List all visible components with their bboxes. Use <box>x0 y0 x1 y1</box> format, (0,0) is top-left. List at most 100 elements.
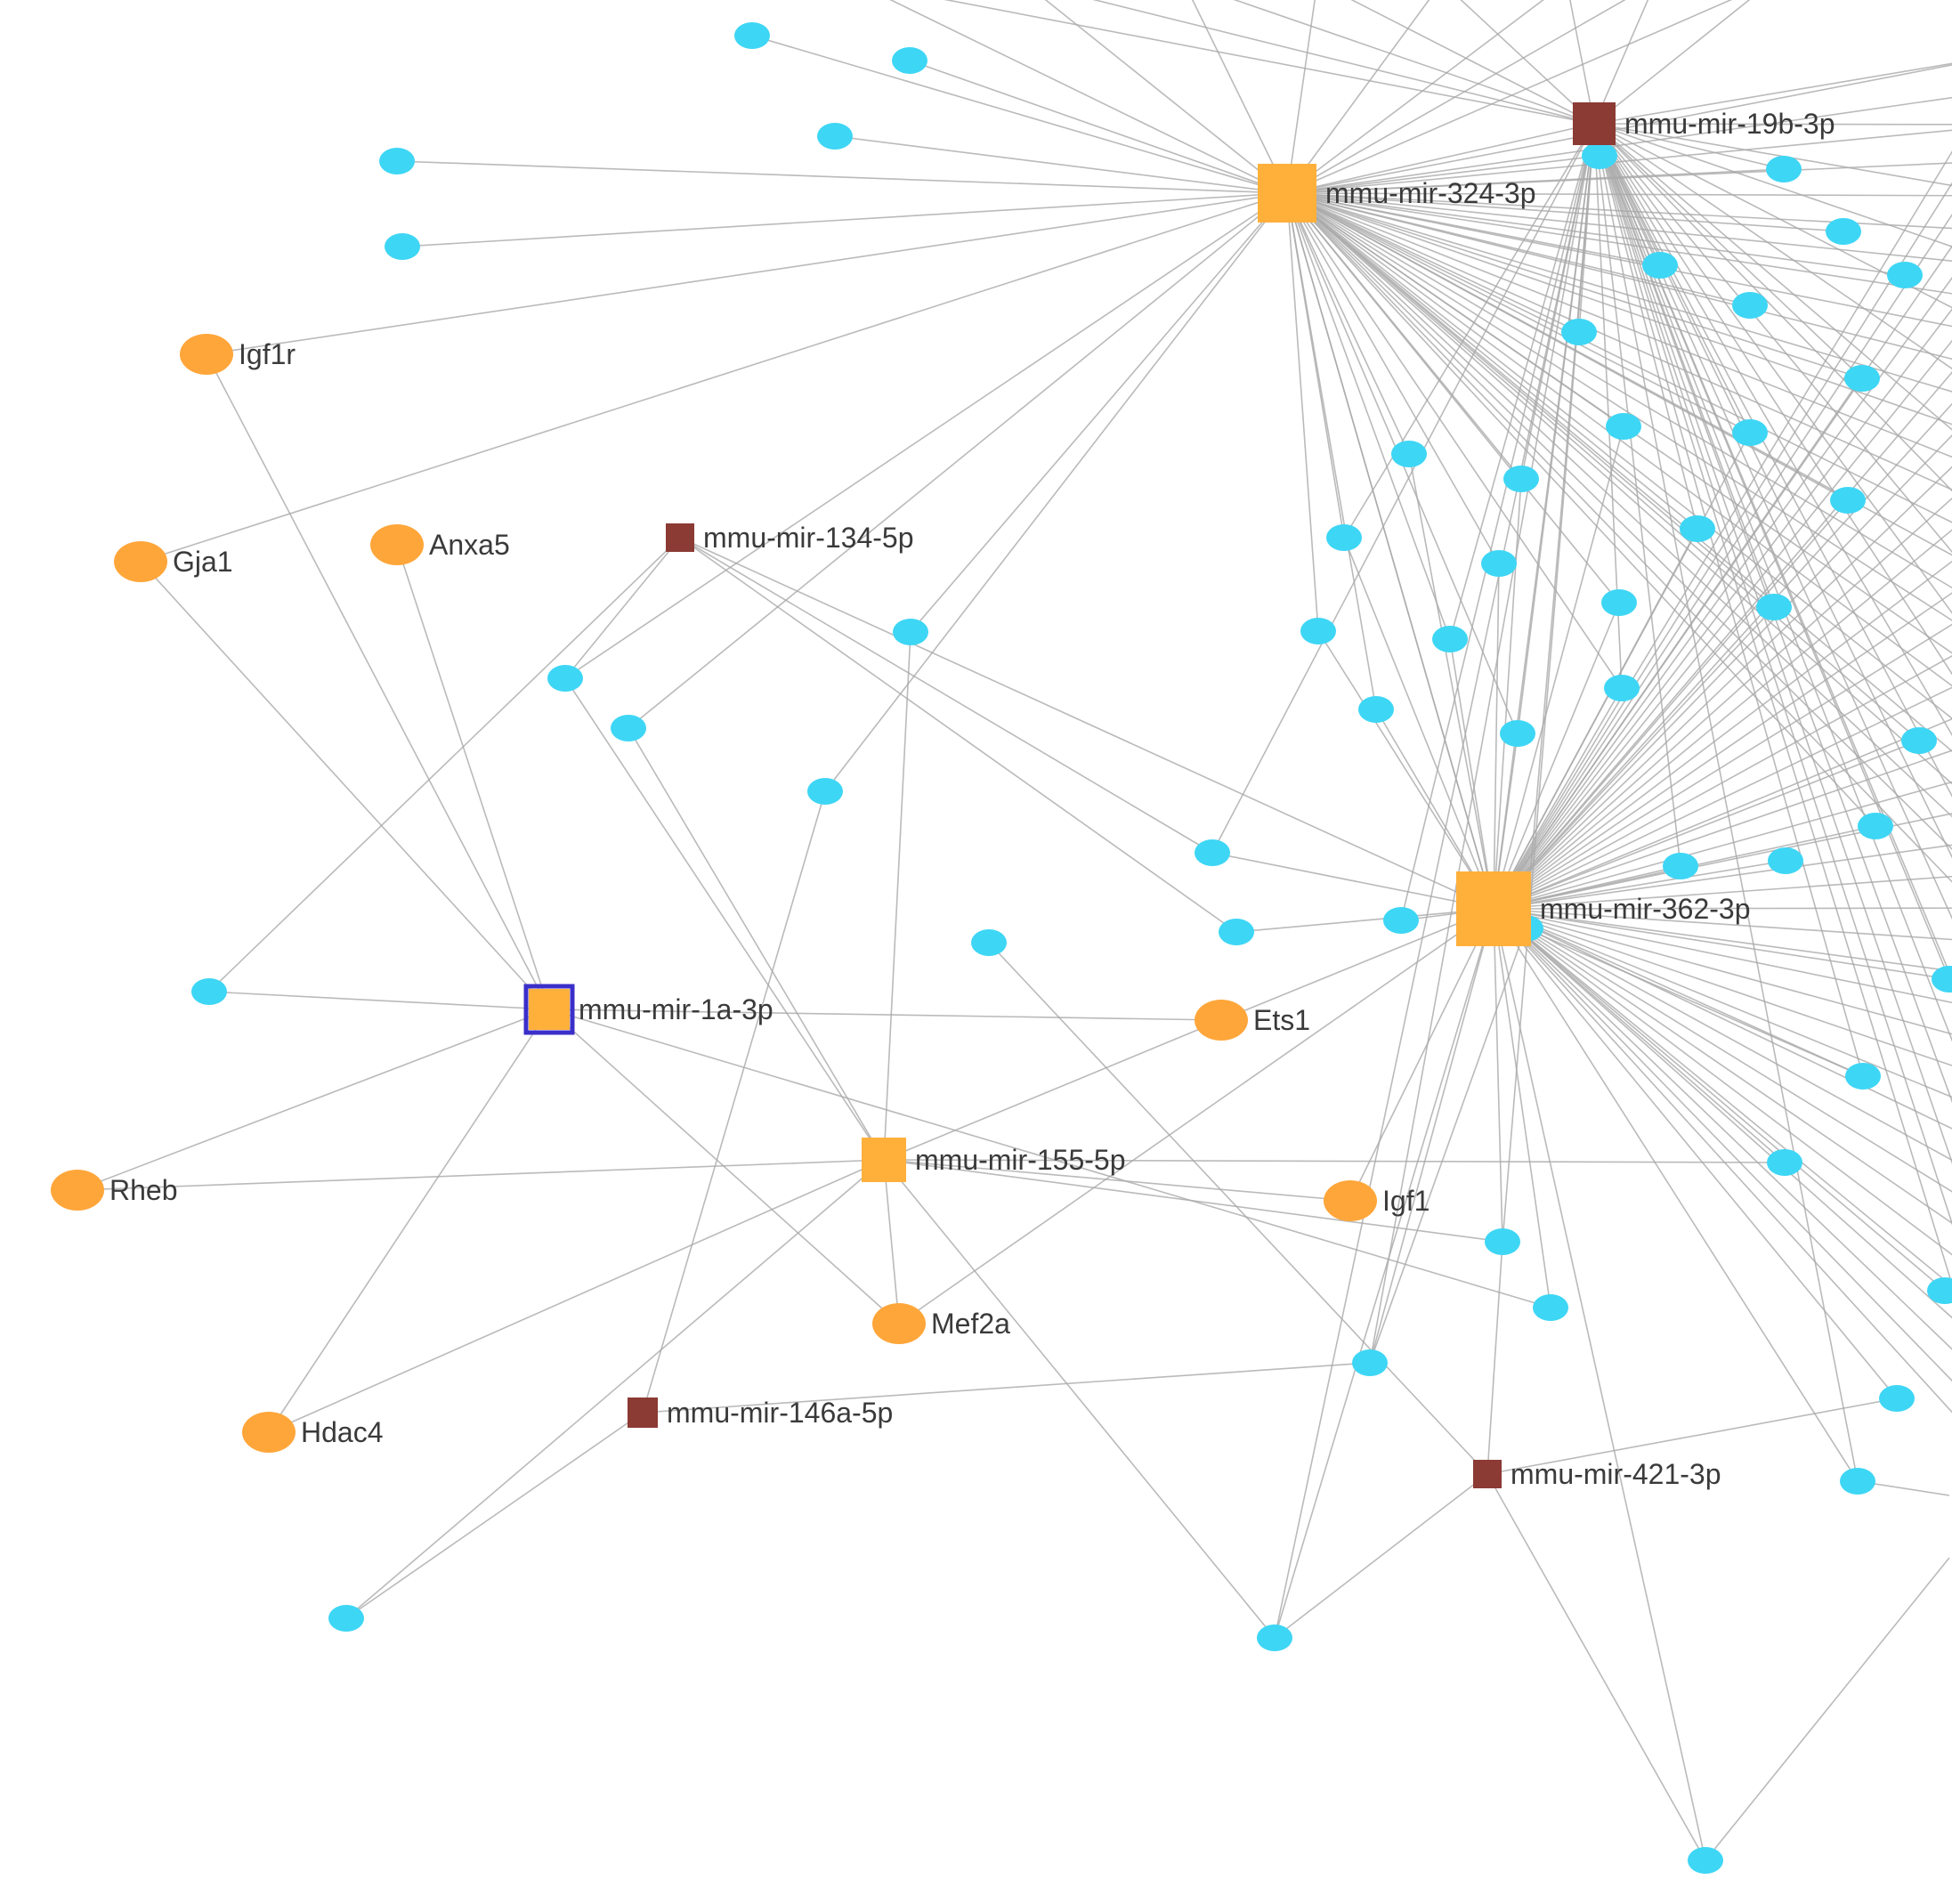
mirna-node-m1a[interactable] <box>529 989 570 1030</box>
target-node[interactable] <box>817 123 853 150</box>
target-node[interactable] <box>1326 524 1362 551</box>
target-node[interactable] <box>1642 252 1678 279</box>
network-edge <box>1286 192 1844 232</box>
mirna-node-m421[interactable] <box>1473 1460 1502 1488</box>
target-node[interactable] <box>1383 907 1419 934</box>
gene-node-gja1[interactable] <box>114 541 167 582</box>
network-edge <box>1286 192 1623 689</box>
network-edge <box>1493 908 1952 1130</box>
network-edge <box>1286 192 1620 604</box>
target-node[interactable] <box>1826 218 1861 245</box>
target-node[interactable] <box>1533 1294 1568 1321</box>
network-edge <box>1493 908 1952 1287</box>
gene-node-igf1r[interactable] <box>180 334 233 375</box>
target-node[interactable] <box>1887 262 1923 288</box>
network-edge <box>1286 192 1494 910</box>
target-node[interactable] <box>1391 441 1427 467</box>
target-node[interactable] <box>734 22 770 49</box>
target-node[interactable] <box>1932 966 1952 993</box>
target-node[interactable] <box>1688 1847 1723 1874</box>
target-node[interactable] <box>1756 594 1792 620</box>
target-node[interactable] <box>1845 1063 1881 1090</box>
target-node[interactable] <box>1352 1349 1388 1376</box>
target-node[interactable] <box>1432 626 1468 652</box>
network-edge <box>1493 844 1952 910</box>
target-node[interactable] <box>1680 515 1715 542</box>
target-node[interactable] <box>1481 550 1517 577</box>
network-edge <box>1593 123 1952 1042</box>
target-node[interactable] <box>1830 487 1866 514</box>
mirna-node-m146[interactable] <box>628 1398 658 1428</box>
target-node[interactable] <box>1732 419 1768 446</box>
target-node[interactable] <box>1901 727 1937 754</box>
network-edge <box>883 1159 1276 1639</box>
network-edge <box>77 1159 885 1191</box>
target-node[interactable] <box>807 778 843 805</box>
target-node[interactable] <box>893 619 928 645</box>
target-node[interactable] <box>1257 1624 1292 1651</box>
target-node[interactable] <box>1582 142 1617 169</box>
mirna-node-m155[interactable] <box>862 1138 906 1182</box>
target-node[interactable] <box>328 1605 364 1632</box>
node-label-gja1: Gja1 <box>173 546 233 578</box>
target-node[interactable] <box>1879 1385 1915 1412</box>
target-node[interactable] <box>1840 1468 1875 1495</box>
network-edge <box>1593 123 1952 614</box>
target-node[interactable] <box>1663 853 1698 879</box>
network-edge <box>1493 276 1952 910</box>
network-edge <box>1220 908 1494 1021</box>
target-node[interactable] <box>547 665 583 692</box>
network-edge <box>1286 192 1377 710</box>
target-node[interactable] <box>1606 413 1641 440</box>
target-node[interactable] <box>1604 675 1640 701</box>
target-node[interactable] <box>1561 319 1597 345</box>
network-edge <box>1493 740 1920 910</box>
target-node[interactable] <box>1358 696 1394 723</box>
gene-node-rheb[interactable] <box>51 1170 104 1211</box>
target-node[interactable] <box>1219 919 1254 945</box>
target-node[interactable] <box>1503 466 1539 492</box>
mirna-node-m324[interactable] <box>1258 164 1316 223</box>
node-label-ets1: Ets1 <box>1253 1004 1310 1036</box>
gene-node-hdac4[interactable] <box>242 1412 296 1453</box>
network-edge <box>1593 123 1952 1226</box>
network-edge <box>140 192 1288 563</box>
target-node[interactable] <box>1500 720 1535 747</box>
target-node[interactable] <box>1766 156 1802 182</box>
target-node[interactable] <box>1485 1228 1520 1255</box>
network-edge <box>1493 908 1952 972</box>
target-node[interactable] <box>1768 847 1803 874</box>
gene-node-anxa5[interactable] <box>370 524 424 565</box>
target-node[interactable] <box>1927 1277 1952 1304</box>
network-edge <box>1493 813 1952 910</box>
target-node[interactable] <box>1601 589 1637 616</box>
network-edge <box>679 537 1494 910</box>
network-edge <box>1486 1241 1503 1475</box>
target-node[interactable] <box>379 148 415 174</box>
mirna-node-m134[interactable] <box>666 523 694 552</box>
network-edge <box>1493 908 1952 1319</box>
gene-node-ets1[interactable] <box>1195 1000 1248 1041</box>
network-edge <box>1705 1557 1950 1861</box>
mirna-node-m362[interactable] <box>1456 871 1531 946</box>
mirna-node-m19b[interactable] <box>1573 102 1616 145</box>
target-node[interactable] <box>1300 618 1336 644</box>
target-node[interactable] <box>385 233 420 260</box>
target-node[interactable] <box>971 929 1007 956</box>
network-edge <box>1593 123 1952 126</box>
network-edge <box>1317 630 1494 910</box>
gene-node-mef2a[interactable] <box>872 1303 926 1344</box>
target-node[interactable] <box>1195 839 1230 866</box>
network-edge <box>1493 908 1859 1482</box>
target-node[interactable] <box>1767 1149 1802 1176</box>
gene-node-igf1[interactable] <box>1324 1180 1377 1221</box>
network-edge <box>883 1159 1351 1202</box>
target-node[interactable] <box>892 47 927 74</box>
target-node[interactable] <box>611 715 646 741</box>
target-node[interactable] <box>1858 813 1893 839</box>
target-node[interactable] <box>191 978 227 1005</box>
network-edge <box>1286 192 1580 333</box>
target-node[interactable] <box>1844 365 1880 392</box>
target-node[interactable] <box>1732 292 1768 319</box>
